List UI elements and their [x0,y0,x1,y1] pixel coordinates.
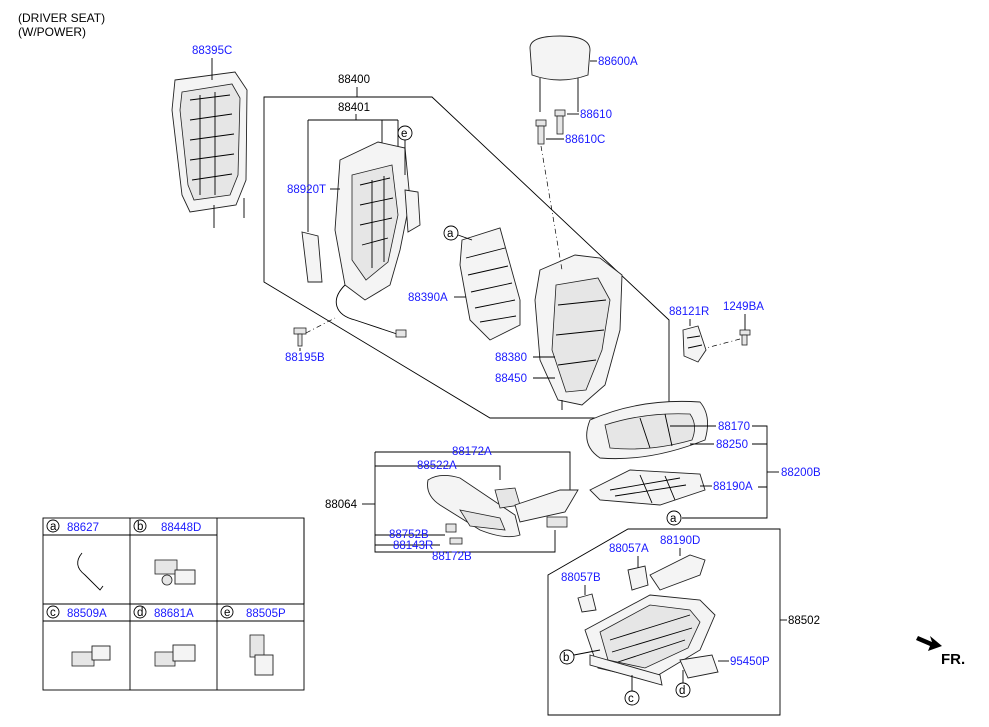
seat-cushion-drawing [586,400,709,460]
legend-e-part: 88505P [246,608,286,620]
bolt-88195B [293,327,307,347]
motor-88448D [154,559,196,586]
seat-pan-drawing [589,469,706,506]
bracket-88057A [627,565,649,591]
label-88610C: 88610C [565,134,605,146]
callout-e-letter: e [401,128,407,140]
screw-1249BA [739,329,751,346]
callout-a-seat [666,510,682,526]
label-88172B: 88172B [432,551,472,563]
legend-a-circle [46,519,60,533]
wire-clip-88627 [77,552,104,591]
bracket-88190D [649,554,706,591]
label-88610: 88610 [580,109,612,121]
label-88920T: 88920T [287,184,326,196]
motor-88681A [154,644,196,667]
headrest-guide-88610 [554,109,566,135]
label-88200B: 88200B [781,467,821,479]
label-88143R: 88143R [393,540,433,552]
control-module-95450P [679,654,719,679]
label-88170: 88170 [718,421,750,433]
label-88380: 88380 [495,352,527,364]
label-88250: 88250 [716,439,748,451]
label-88064: 88064 [325,499,358,511]
bracket-88057B [577,593,597,613]
callout-a-lumbar-letter: a [447,228,454,240]
label-88057A: 88057A [609,543,649,555]
legend-e-circle [220,605,234,619]
legend-a-part: 88627 [67,522,99,534]
callout-a-lumbar [443,225,459,241]
legend-e-letter: e [224,607,230,619]
harness-connector [395,329,407,338]
seat-back-cushion-drawing [534,254,623,410]
side-trim-88121R [682,325,707,363]
diagram-title-line2: (W/POWER) [18,25,86,39]
callout-c-letter: c [628,693,634,705]
legend-d-letter: d [137,607,143,619]
motor-88505P [249,634,274,676]
label-88400: 88400 [338,74,370,86]
label-88752B: 88752B [389,529,429,541]
legend-b-letter: b [137,521,143,533]
label-88190A: 88190A [713,481,753,493]
seat-track-drawing [584,594,716,686]
label-88190D: 88190D [660,535,700,547]
wire-harness [335,284,401,336]
label-88600A: 88600A [598,56,638,68]
legend-b-part: 88448D [161,522,201,534]
label-95450P: 95450P [730,656,770,668]
label-88401: 88401 [338,102,370,114]
legend-c-part: 88509A [67,608,107,620]
label-88121R: 88121R [669,306,709,318]
seat-track-outline [547,528,781,716]
motor-88509A [71,645,111,667]
callout-d-letter: d [679,685,685,697]
legend-b-circle [133,519,147,533]
label-88502: 88502 [788,615,820,627]
label-88195B: 88195B [285,352,325,364]
front-arrow-icon [916,636,942,651]
label-1249BA: 1249BA [723,301,764,313]
label-88057B: 88057B [561,572,601,584]
label-88390A: 88390A [408,292,448,304]
label-88450: 88450 [495,373,527,385]
front-marker-label: FR. [941,651,965,668]
label-88522A: 88522A [417,460,457,472]
legend-a-letter: a [50,521,57,533]
callout-b [559,649,575,665]
seat-back-cover-drawing [171,71,248,228]
callout-b-letter: b [563,652,569,664]
label-88395C: 88395C [192,45,232,57]
legend-d-part: 88681A [154,608,194,620]
legend-d-circle [133,605,147,619]
legend-c-letter: c [50,607,56,619]
legend-c-circle [46,605,60,619]
callout-a-seat-letter: a [670,513,677,525]
side-shield-drawing [427,475,579,545]
legend-table [42,517,305,691]
headrest-guide-88610C [535,119,547,145]
lumbar-support-drawing [459,227,521,341]
headrest-drawing [529,35,591,112]
diagram-title-line1: (DRIVER SEAT) [18,11,106,25]
label-88172A-top: 88172A [452,446,492,458]
seat-back-frame-drawing [301,141,421,301]
